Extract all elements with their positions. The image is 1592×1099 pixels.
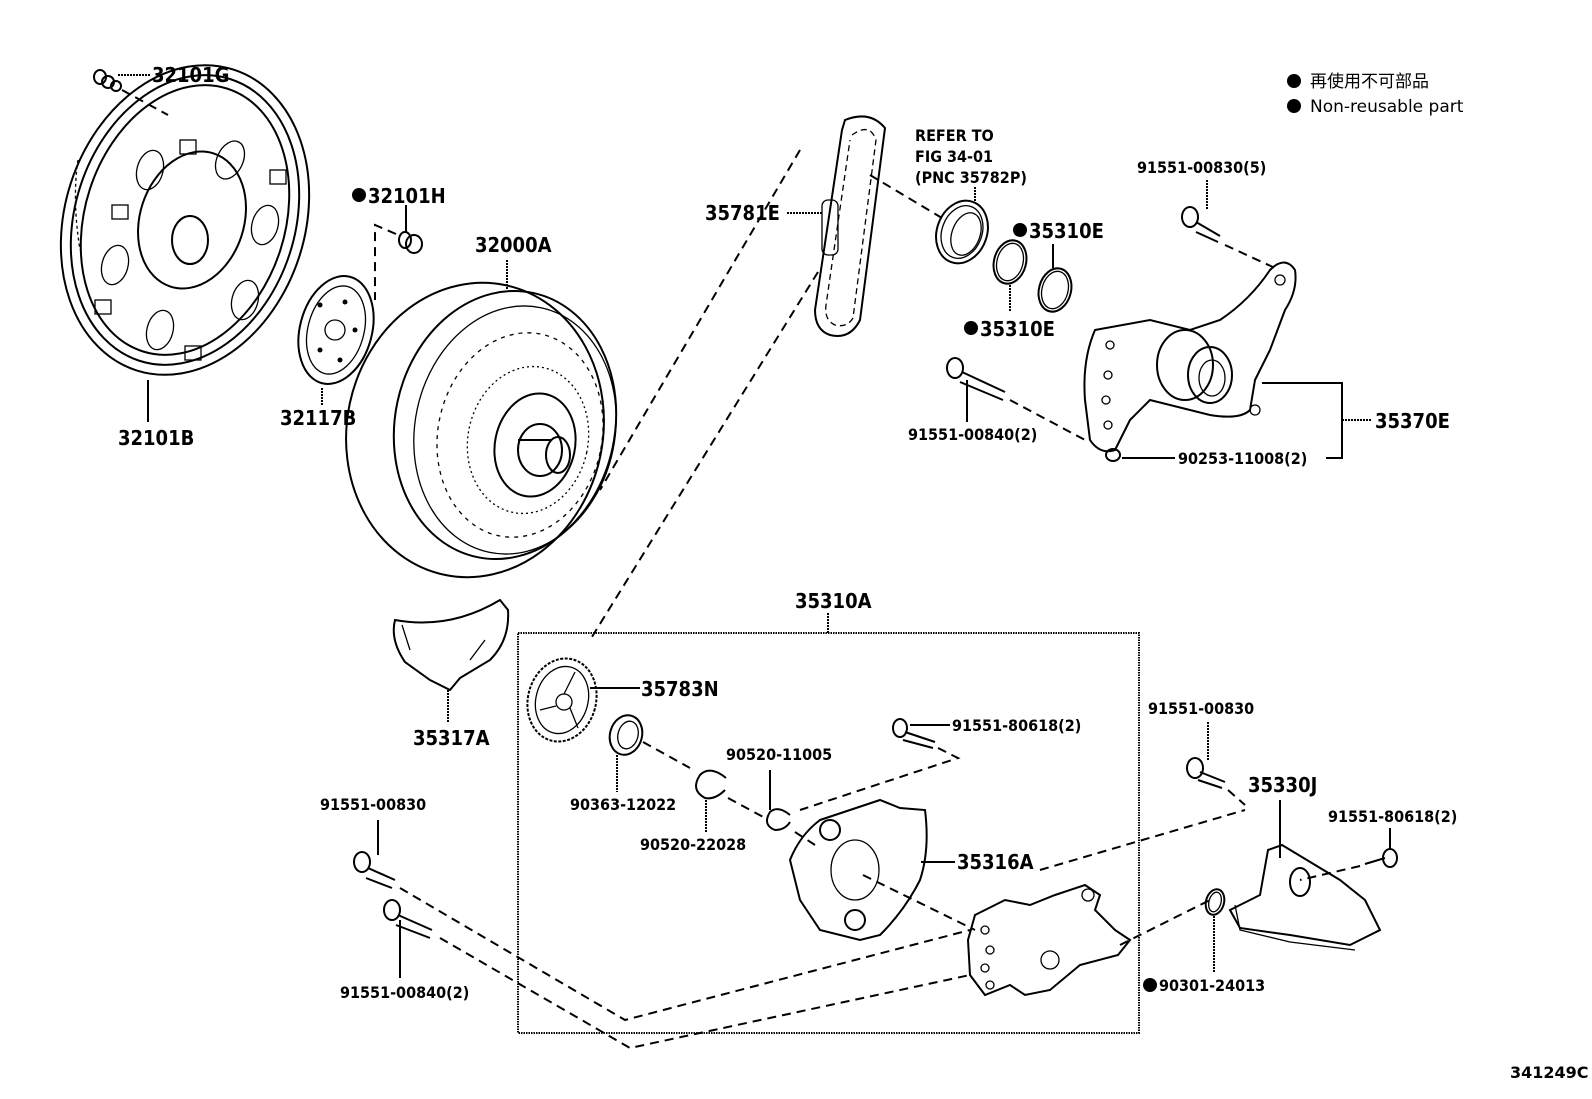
legend-label-ja: 再使用不可部品 <box>1310 71 1429 92</box>
non-reusable-marker-icon <box>1013 223 1027 237</box>
torque-converter-32000A <box>345 281 618 579</box>
callout-32000A: 32000A <box>475 233 552 257</box>
seal-ring-35310E-b <box>1037 267 1073 313</box>
reference-note-line2: FIG 34-01 <box>915 147 993 166</box>
driven-sprocket-35782P <box>869 174 989 265</box>
bolt-32101G <box>93 69 169 116</box>
reference-note-line3: (PNC 35782P) <box>915 168 1027 187</box>
callout-35783N: 35783N <box>641 677 719 701</box>
oil-strainer-35330J <box>1228 843 1382 951</box>
callout-32101B: 32101B <box>118 426 194 450</box>
drive-plate-32101B <box>59 64 311 376</box>
drive-sprocket-35783N <box>526 657 598 743</box>
callout-90520-11005: 90520-11005 <box>726 745 832 764</box>
callout-32101H: 32101H <box>368 184 446 208</box>
non-reusable-marker-icon <box>1143 978 1157 992</box>
callout-91551-80618-x2-box: 91551-80618(2) <box>952 716 1081 735</box>
callout-91551-00830-lower-left: 91551-00830 <box>320 795 426 814</box>
callout-91551-00830-x5: 91551-00830(5) <box>1137 158 1266 177</box>
assembly-box-35310A <box>517 632 1140 1034</box>
figure-id: 341249C <box>1510 1063 1589 1082</box>
cover-35317A <box>392 598 510 692</box>
non-reusable-marker-icon <box>964 321 978 335</box>
callout-91551-00830-right: 91551-00830 <box>1148 699 1254 718</box>
callout-35310A: 35310A <box>795 589 872 613</box>
non-reusable-marker-icon <box>352 188 366 202</box>
callout-35330J: 35330J <box>1248 773 1317 797</box>
callout-35317A: 35317A <box>413 726 490 750</box>
callout-91551-00840-x2-upper: 91551-00840(2) <box>908 425 1037 444</box>
legend: 再使用不可部品 Non-reusable part <box>1287 71 1464 117</box>
non-reusable-marker-icon <box>1287 74 1301 88</box>
callout-91551-80618-x2-right: 91551-80618(2) <box>1328 807 1457 826</box>
reference-note-line1: REFER TO <box>915 126 994 145</box>
seal-ring-35310E-a <box>992 239 1028 285</box>
drive-chain-35781E <box>813 115 887 337</box>
oil-pump-plate-35370E <box>1083 261 1297 462</box>
bolt-91551-00840-x2-lower <box>383 899 971 1050</box>
callout-35310E-upper: 35310E <box>1029 219 1104 243</box>
pump-cover-35316A <box>788 798 976 942</box>
callout-90253-11008-x2: 90253-11008(2) <box>1178 449 1307 468</box>
bolt-91551-00830-x5 <box>1181 206 1276 269</box>
callout-35370E: 35370E <box>1375 409 1450 433</box>
callout-32117B: 32117B <box>280 406 356 430</box>
legend-label-en: Non-reusable part <box>1310 97 1464 117</box>
callout-35316A: 35316A <box>957 850 1034 874</box>
o-ring-90301-24013 <box>1204 888 1226 916</box>
callout-32101G: 32101G <box>152 63 229 87</box>
callout-90520-22028: 90520-22028 <box>640 835 746 854</box>
non-reusable-marker-icon <box>1287 99 1301 113</box>
snap-ring-90520-22028 <box>695 769 766 819</box>
bearing-90363-12022 <box>608 714 691 769</box>
bolt-91551-80618-x2-box <box>799 718 961 811</box>
callout-90301-24013: 90301-24013 <box>1159 976 1265 995</box>
oil-pump-body <box>966 883 1132 997</box>
bolt-91551-00830-lower-left <box>353 851 971 1022</box>
callout-35310E-lower: 35310E <box>980 317 1055 341</box>
spacer-plate-32117B <box>297 275 375 385</box>
snap-ring-90520-11005 <box>765 808 816 846</box>
callout-90363-12022: 90363-12022 <box>570 795 676 814</box>
bolt-32101H <box>374 223 423 300</box>
reference-note: REFER TO FIG 34-01 (PNC 35782P) <box>915 126 1027 187</box>
callout-91551-00840-x2-lower: 91551-00840(2) <box>340 983 469 1002</box>
bolt-91551-00830-right <box>1186 757 1246 806</box>
